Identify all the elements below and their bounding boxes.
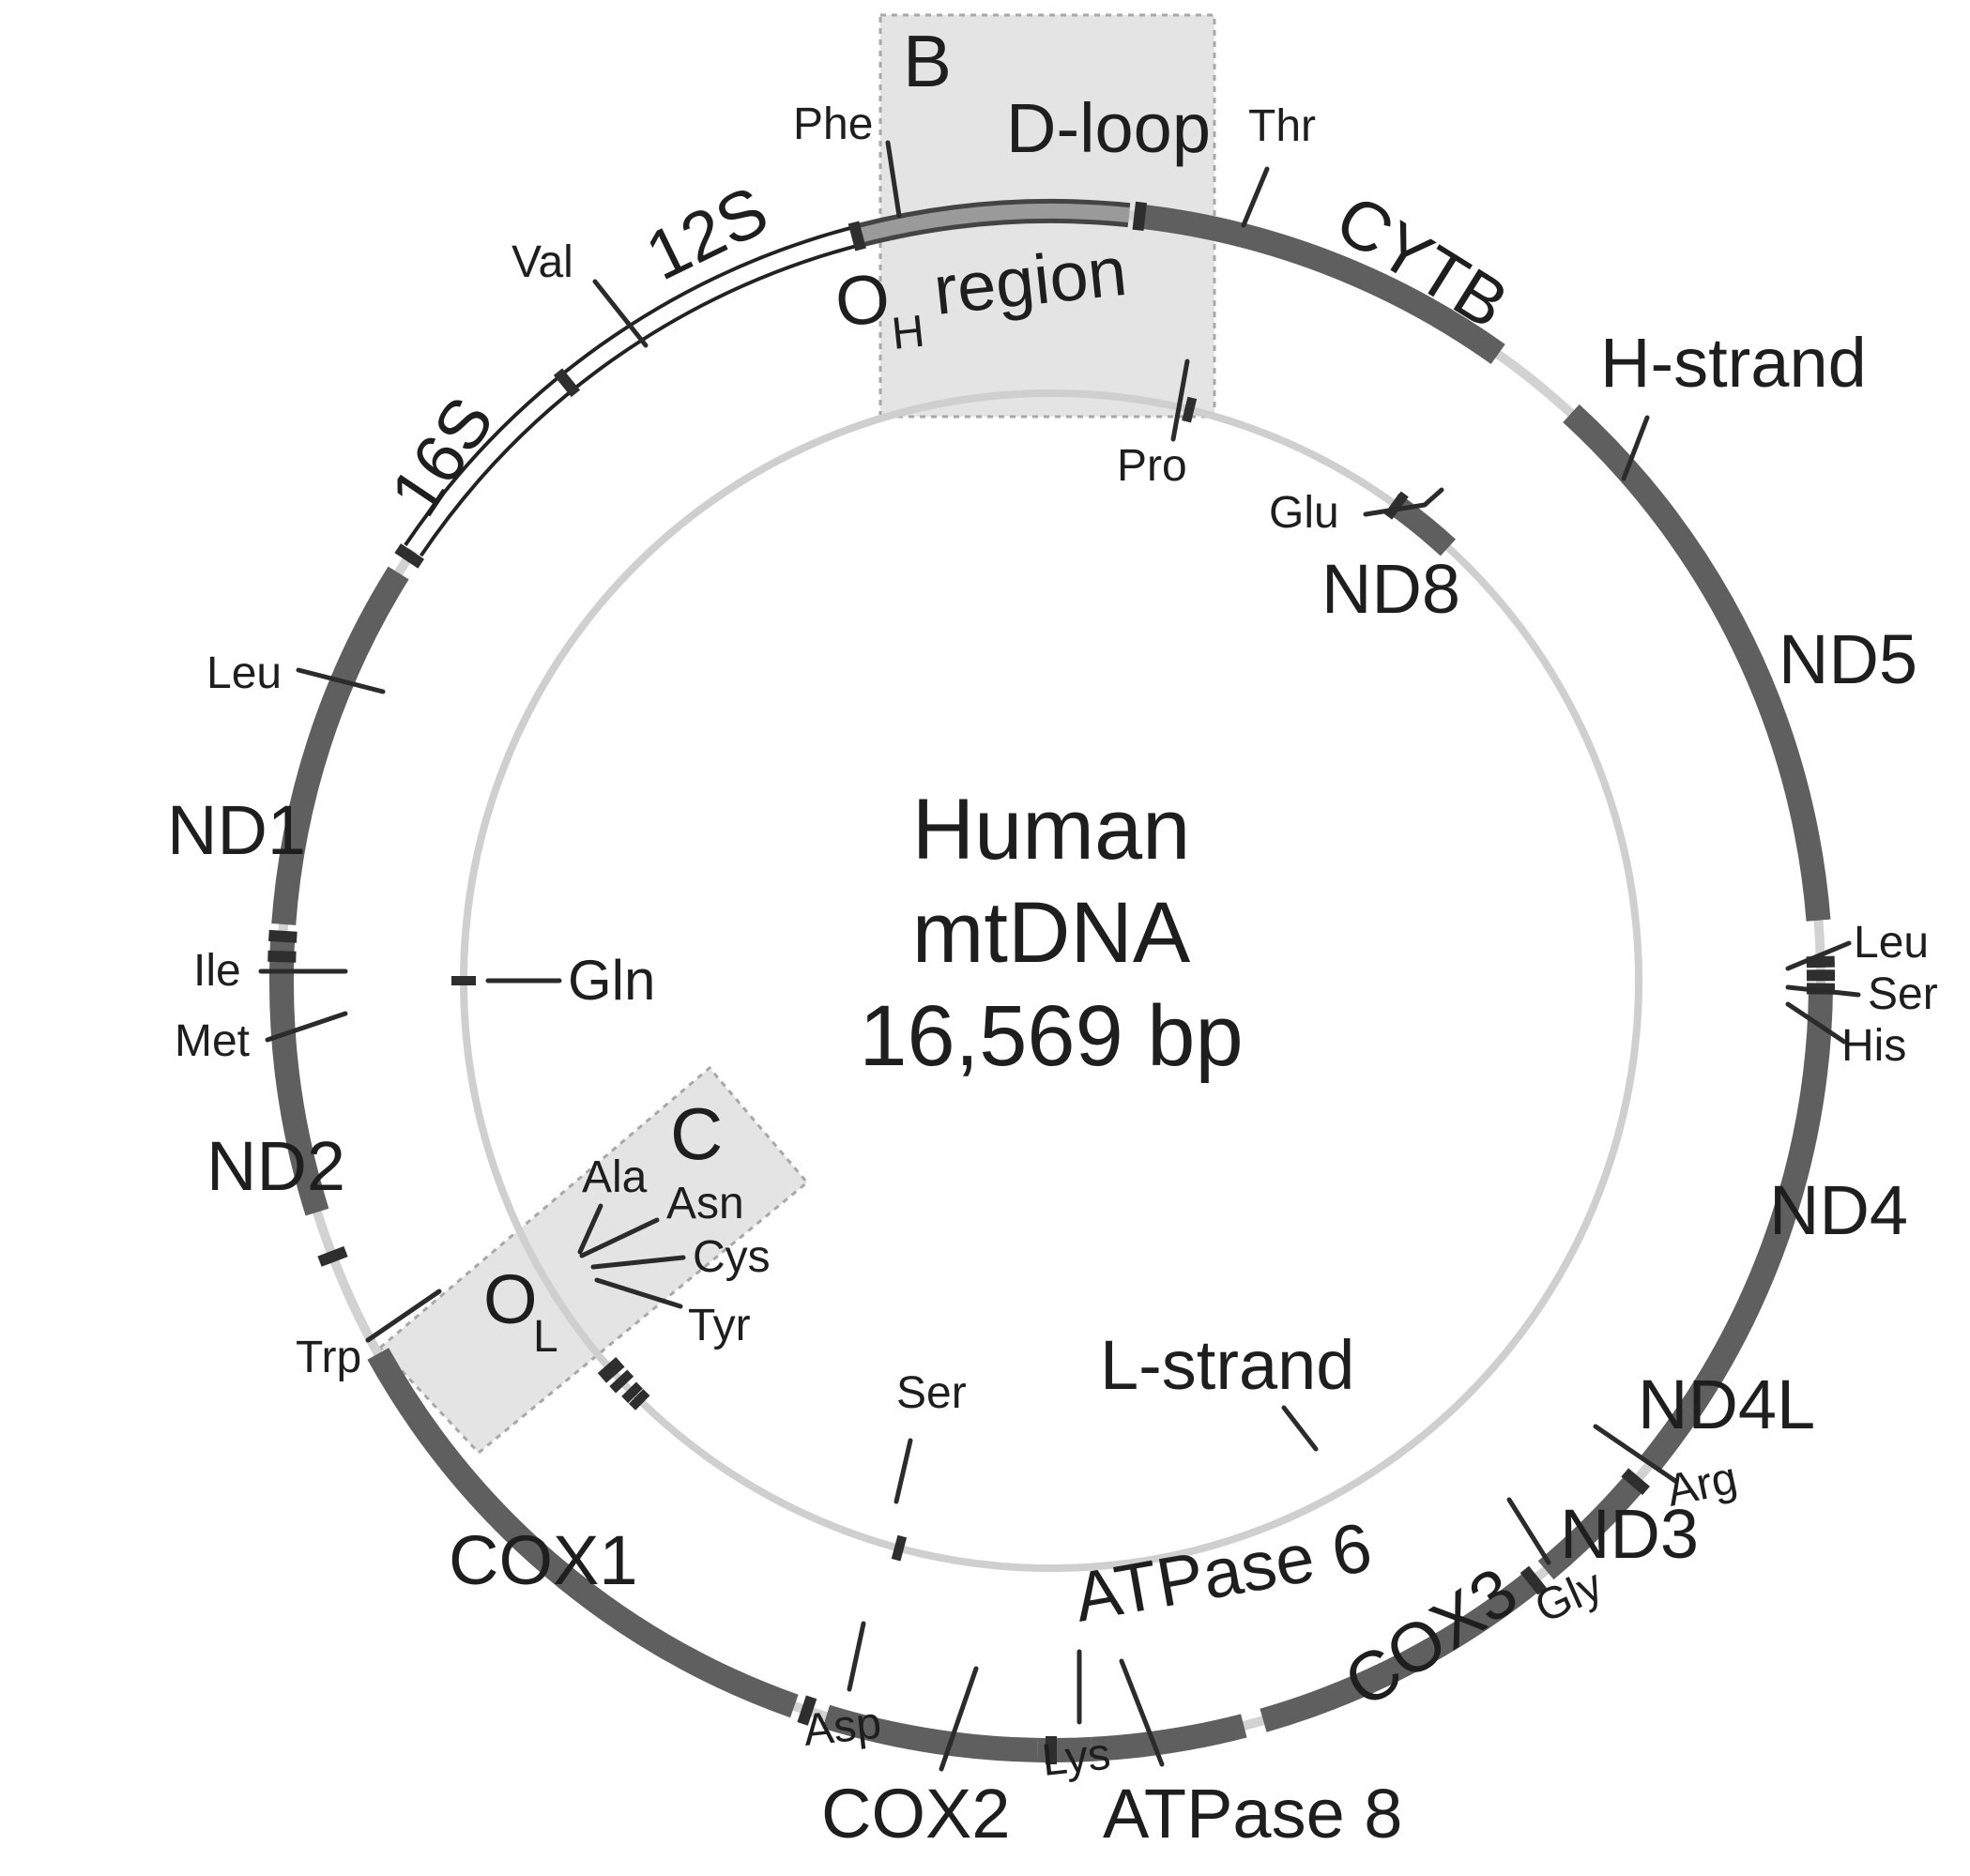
gene-nd8: ND8 xyxy=(1321,550,1460,628)
mark-his xyxy=(1807,962,1835,963)
trna-ser-2: Ser xyxy=(1868,969,1938,1019)
trna-ala: Ala xyxy=(582,1152,648,1202)
box-b-label: B xyxy=(903,20,952,102)
rrna-outline-outer xyxy=(405,226,856,545)
gene-nd4l: ND4L xyxy=(1638,1365,1815,1443)
trna-val: Val xyxy=(512,237,573,287)
mark-pro xyxy=(1186,398,1192,421)
gene-block-atpase6 xyxy=(1092,1726,1244,1749)
mark-phe xyxy=(854,222,862,250)
trna-trp: Trp xyxy=(296,1333,361,1382)
trna-leu-1: Leu xyxy=(206,648,282,698)
trna-gln: Gln xyxy=(568,949,655,1012)
trna-pro: Pro xyxy=(1117,441,1187,491)
mark-ile xyxy=(268,936,297,938)
trna-tyr: Tyr xyxy=(688,1301,751,1350)
gene-cox2: COX2 xyxy=(821,1775,1011,1853)
ol-sub: L xyxy=(533,1312,558,1362)
gene-nd1: ND1 xyxy=(167,791,306,869)
mark-met xyxy=(267,956,296,957)
title-line-1: Human xyxy=(912,782,1191,877)
gene-nd4: ND4 xyxy=(1769,1171,1908,1249)
trna-glu: Glu xyxy=(1269,488,1339,538)
trna-asn: Asn xyxy=(666,1179,744,1228)
trna-phe: Phe xyxy=(793,99,873,149)
trna-cys: Cys xyxy=(693,1232,771,1282)
trna-lys: Lys xyxy=(1040,1730,1113,1786)
title-line-2: mtDNA xyxy=(912,885,1191,981)
gene-block-nd1 xyxy=(283,573,398,924)
mark-trp xyxy=(320,1252,346,1262)
rrna-outline-inner xyxy=(421,245,862,556)
leader-asp xyxy=(849,1624,863,1689)
trna-ile: Ile xyxy=(193,946,241,996)
trna-arg: Arg xyxy=(1662,1453,1741,1516)
ol-main: O xyxy=(483,1260,538,1338)
trna-leu-2: Leu xyxy=(1854,918,1929,968)
trna-ser-1: Ser xyxy=(896,1368,967,1418)
gene-16s: 16S xyxy=(374,383,508,529)
rrna-fill xyxy=(413,236,859,550)
d-loop-label: D-loop xyxy=(1006,89,1211,167)
gene-atpase8: ATPase 8 xyxy=(1103,1775,1402,1853)
leader-gly xyxy=(1509,1500,1549,1563)
h-strand-label: H-strand xyxy=(1600,324,1867,402)
leader-l-strand xyxy=(1284,1408,1316,1449)
title-line-3: 16,569 bp xyxy=(859,988,1243,1084)
leader-thr xyxy=(1244,169,1267,225)
gene-nd5: ND5 xyxy=(1779,620,1917,698)
oh-main: O xyxy=(832,258,893,342)
gene-nd2: ND2 xyxy=(206,1127,345,1205)
trna-asp: Asp xyxy=(802,1699,884,1756)
oh-sub: H xyxy=(890,307,927,359)
l-strand-label: L-strand xyxy=(1100,1326,1354,1404)
trna-met: Met xyxy=(175,1016,250,1066)
gene-cox1: COX1 xyxy=(449,1521,638,1599)
trna-his: His xyxy=(1841,1021,1906,1071)
trna-thr: Thr xyxy=(1248,101,1316,151)
gene-atpase6: ATPase 6 xyxy=(1068,1508,1377,1637)
leader-ser1 xyxy=(896,1441,910,1502)
mark-ser-1 xyxy=(896,1536,903,1560)
mark-thr xyxy=(1138,203,1142,231)
box-c-label: C xyxy=(670,1092,723,1175)
